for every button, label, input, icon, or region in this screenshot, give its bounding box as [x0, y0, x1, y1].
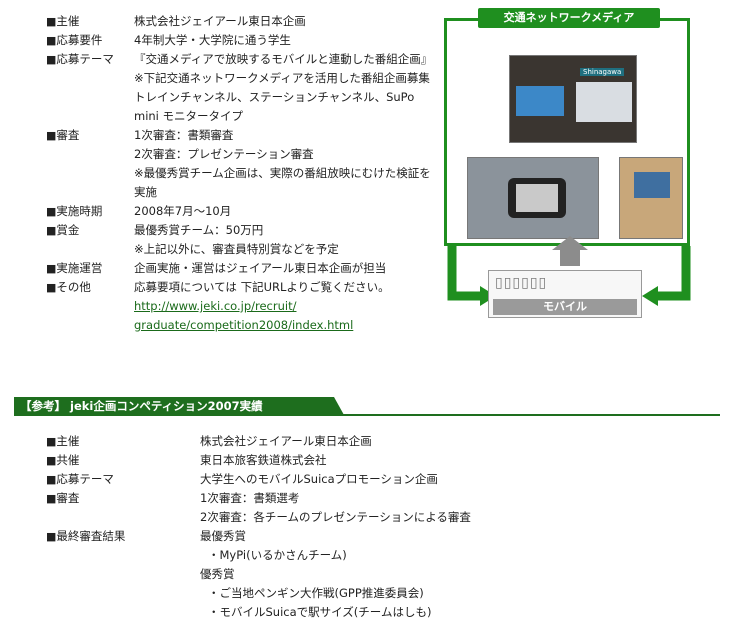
ref-line: ・ご当地ペンギン大作戦(GPP推進委員会) [208, 586, 424, 600]
spec-line: 応募要項については 下記URLよりご覧ください。 [134, 280, 390, 294]
spec-label: 主催 [46, 12, 134, 31]
spec-row-theme: 応募テーマ 『交通メディアで放映するモバイルと連動した番組企画』 ※下記交通ネッ… [46, 50, 438, 126]
spec-value: 1次審査：書類審査 2次審査：プレゼンテーション審査 ※最優秀賞チーム企画は、実… [134, 126, 438, 202]
ref-line: 2次審査：各チームのプレゼンテーションによる審査 [200, 510, 471, 524]
spec-label: 実施時期 [46, 202, 134, 221]
reference-divider [14, 414, 720, 416]
spec-label: 応募要件 [46, 31, 134, 50]
spec-row-other: その他 応募要項については 下記URLよりご覧ください。 http://www.… [46, 278, 438, 335]
ref-label: 最終審査結果 [46, 527, 200, 622]
right-flow-arrow [656, 246, 691, 301]
recruit-url-link[interactable]: graduate/competition2008/index.html [134, 318, 354, 332]
ref-line: 東日本旅客鉄道株式会社 [200, 453, 327, 467]
mobile-phone-icons: ▯▯▯▯▯▯ [495, 275, 548, 291]
spec-row-organizer: 主催 株式会社ジェイアール東日本企画 [46, 12, 438, 31]
ref-label: 応募テーマ [46, 470, 200, 489]
spec-row-period: 実施時期 2008年7月～10月 [46, 202, 438, 221]
spec-value: 4年制大学・大学院に通う学生 [134, 31, 438, 50]
mobile-box: ▯▯▯▯▯▯ モバイル [488, 270, 642, 318]
up-arrow-icon [552, 236, 588, 250]
ref-line: ・モバイルSuicaで駅サイズ(チームはしも) [208, 605, 432, 619]
spec-label: 応募テーマ [46, 50, 134, 126]
spec-line: 2次審査：プレゼンテーション審査 [134, 147, 314, 161]
spec-row-requirements: 応募要件 4年制大学・大学院に通う学生 [46, 31, 438, 50]
right-arrow-head [642, 286, 658, 306]
spec-row-operation: 実施運営 企画実施・運営はジェイアール東日本企画が担当 [46, 259, 438, 278]
reference-heading: 【参考】 jeki企画コンペティション2007実績 [14, 397, 344, 415]
spec-value: 応募要項については 下記URLよりご覧ください。 http://www.jeki… [134, 278, 438, 335]
spec-line: トレインチャンネル、ステーションチャンネル、SuPo mini モニタータイプ [134, 90, 415, 123]
recruit-url-link[interactable]: http://www.jeki.co.jp/recruit/ [134, 299, 297, 313]
spec-label: 実施運営 [46, 259, 134, 278]
ref-label: 主催 [46, 432, 200, 451]
ref-row-organizer: 主催 株式会社ジェイアール東日本企画 [46, 432, 566, 451]
ref-row-result: 最終審査結果 最優秀賞 ・MyPi(いるかさんチーム) 優秀賞 ・ご当地ペンギン… [46, 527, 566, 622]
supo-mini-photo [619, 157, 683, 239]
ref-line: 最優秀賞 [200, 529, 246, 543]
ref-row-review: 審査 1次審査：書類選考 2次審査：各チームのプレゼンテーションによる審査 [46, 489, 566, 527]
media-network-diagram: Shinagawa 交通ネットワークメディア ▯▯▯▯▯▯ モバイル [440, 8, 698, 338]
station-name-tag: Shinagawa [580, 68, 625, 76]
spec-value: 『交通メディアで放映するモバイルと連動した番組企画』 ※下記交通ネットワークメデ… [134, 50, 438, 126]
mobile-label: モバイル [493, 299, 637, 315]
ref-line: 大学生へのモバイルSuicaプロモーション企画 [200, 472, 438, 486]
spec-line: 最優秀賞チーム：50万円 [134, 223, 264, 237]
screen-right [576, 82, 632, 122]
spec-line: 1次審査：書類審査 [134, 128, 234, 142]
media-network-box: Shinagawa [444, 18, 690, 246]
ref-label: 審査 [46, 489, 200, 527]
ref-row-theme: 応募テーマ 大学生へのモバイルSuicaプロモーション企画 [46, 470, 566, 489]
spec-line: ※上記以外に、審査員特別賞などを予定 [134, 242, 339, 256]
left-flow-arrow [447, 246, 482, 301]
spec-line: 2008年7月～10月 [134, 204, 232, 218]
supo-screen [634, 172, 670, 198]
ref-line: ・MyPi(いるかさんチーム) [208, 548, 347, 562]
up-arrow-shaft [560, 250, 580, 266]
spec-line: ※最優秀賞チーム企画は、実際の番組放映にむけた検証を実施 [134, 166, 431, 199]
spec-label: 審査 [46, 126, 134, 202]
ref-line: 優秀賞 [200, 567, 235, 581]
spec-row-prize: 賞金 最優秀賞チーム：50万円 ※上記以外に、審査員特別賞などを予定 [46, 221, 438, 259]
ref-row-cosponsor: 共催 東日本旅客鉄道株式会社 [46, 451, 566, 470]
spec-value: 最優秀賞チーム：50万円 ※上記以外に、審査員特別賞などを予定 [134, 221, 438, 259]
spec-label: その他 [46, 278, 134, 335]
spec-line: 『交通メディアで放映するモバイルと連動した番組企画』 [134, 52, 433, 66]
reference-spec-list: 主催 株式会社ジェイアール東日本企画 共催 東日本旅客鉄道株式会社 応募テーマ … [46, 432, 566, 622]
spec-row-review: 審査 1次審査：書類審査 2次審査：プレゼンテーション審査 ※最優秀賞チーム企画… [46, 126, 438, 202]
spec-label: 賞金 [46, 221, 134, 259]
train-channel-photo: Shinagawa [509, 55, 637, 143]
media-network-title: 交通ネットワークメディア [478, 8, 660, 28]
station-channel-photo [467, 157, 599, 239]
screen-left [516, 86, 564, 116]
spec-value: 株式会社ジェイアール東日本企画 [134, 12, 438, 31]
spec-value: 企画実施・運営はジェイアール東日本企画が担当 [134, 259, 438, 278]
spec-line: ※下記交通ネットワークメディアを活用した番組企画募集 [134, 71, 430, 85]
spec-line: 企画実施・運営はジェイアール東日本企画が担当 [134, 261, 387, 275]
spec-line: 株式会社ジェイアール東日本企画 [134, 14, 306, 28]
spec-value: 2008年7月～10月 [134, 202, 438, 221]
spec-line: 4年制大学・大学院に通う学生 [134, 33, 291, 47]
ref-line: 1次審査：書類選考 [200, 491, 300, 505]
station-screen [508, 178, 566, 218]
ref-line: 株式会社ジェイアール東日本企画 [200, 434, 372, 448]
reference-heading-bar: 【参考】 jeki企画コンペティション2007実績 [14, 397, 720, 417]
ref-label: 共催 [46, 451, 200, 470]
competition-spec-list: 主催 株式会社ジェイアール東日本企画 応募要件 4年制大学・大学院に通う学生 応… [46, 12, 438, 335]
